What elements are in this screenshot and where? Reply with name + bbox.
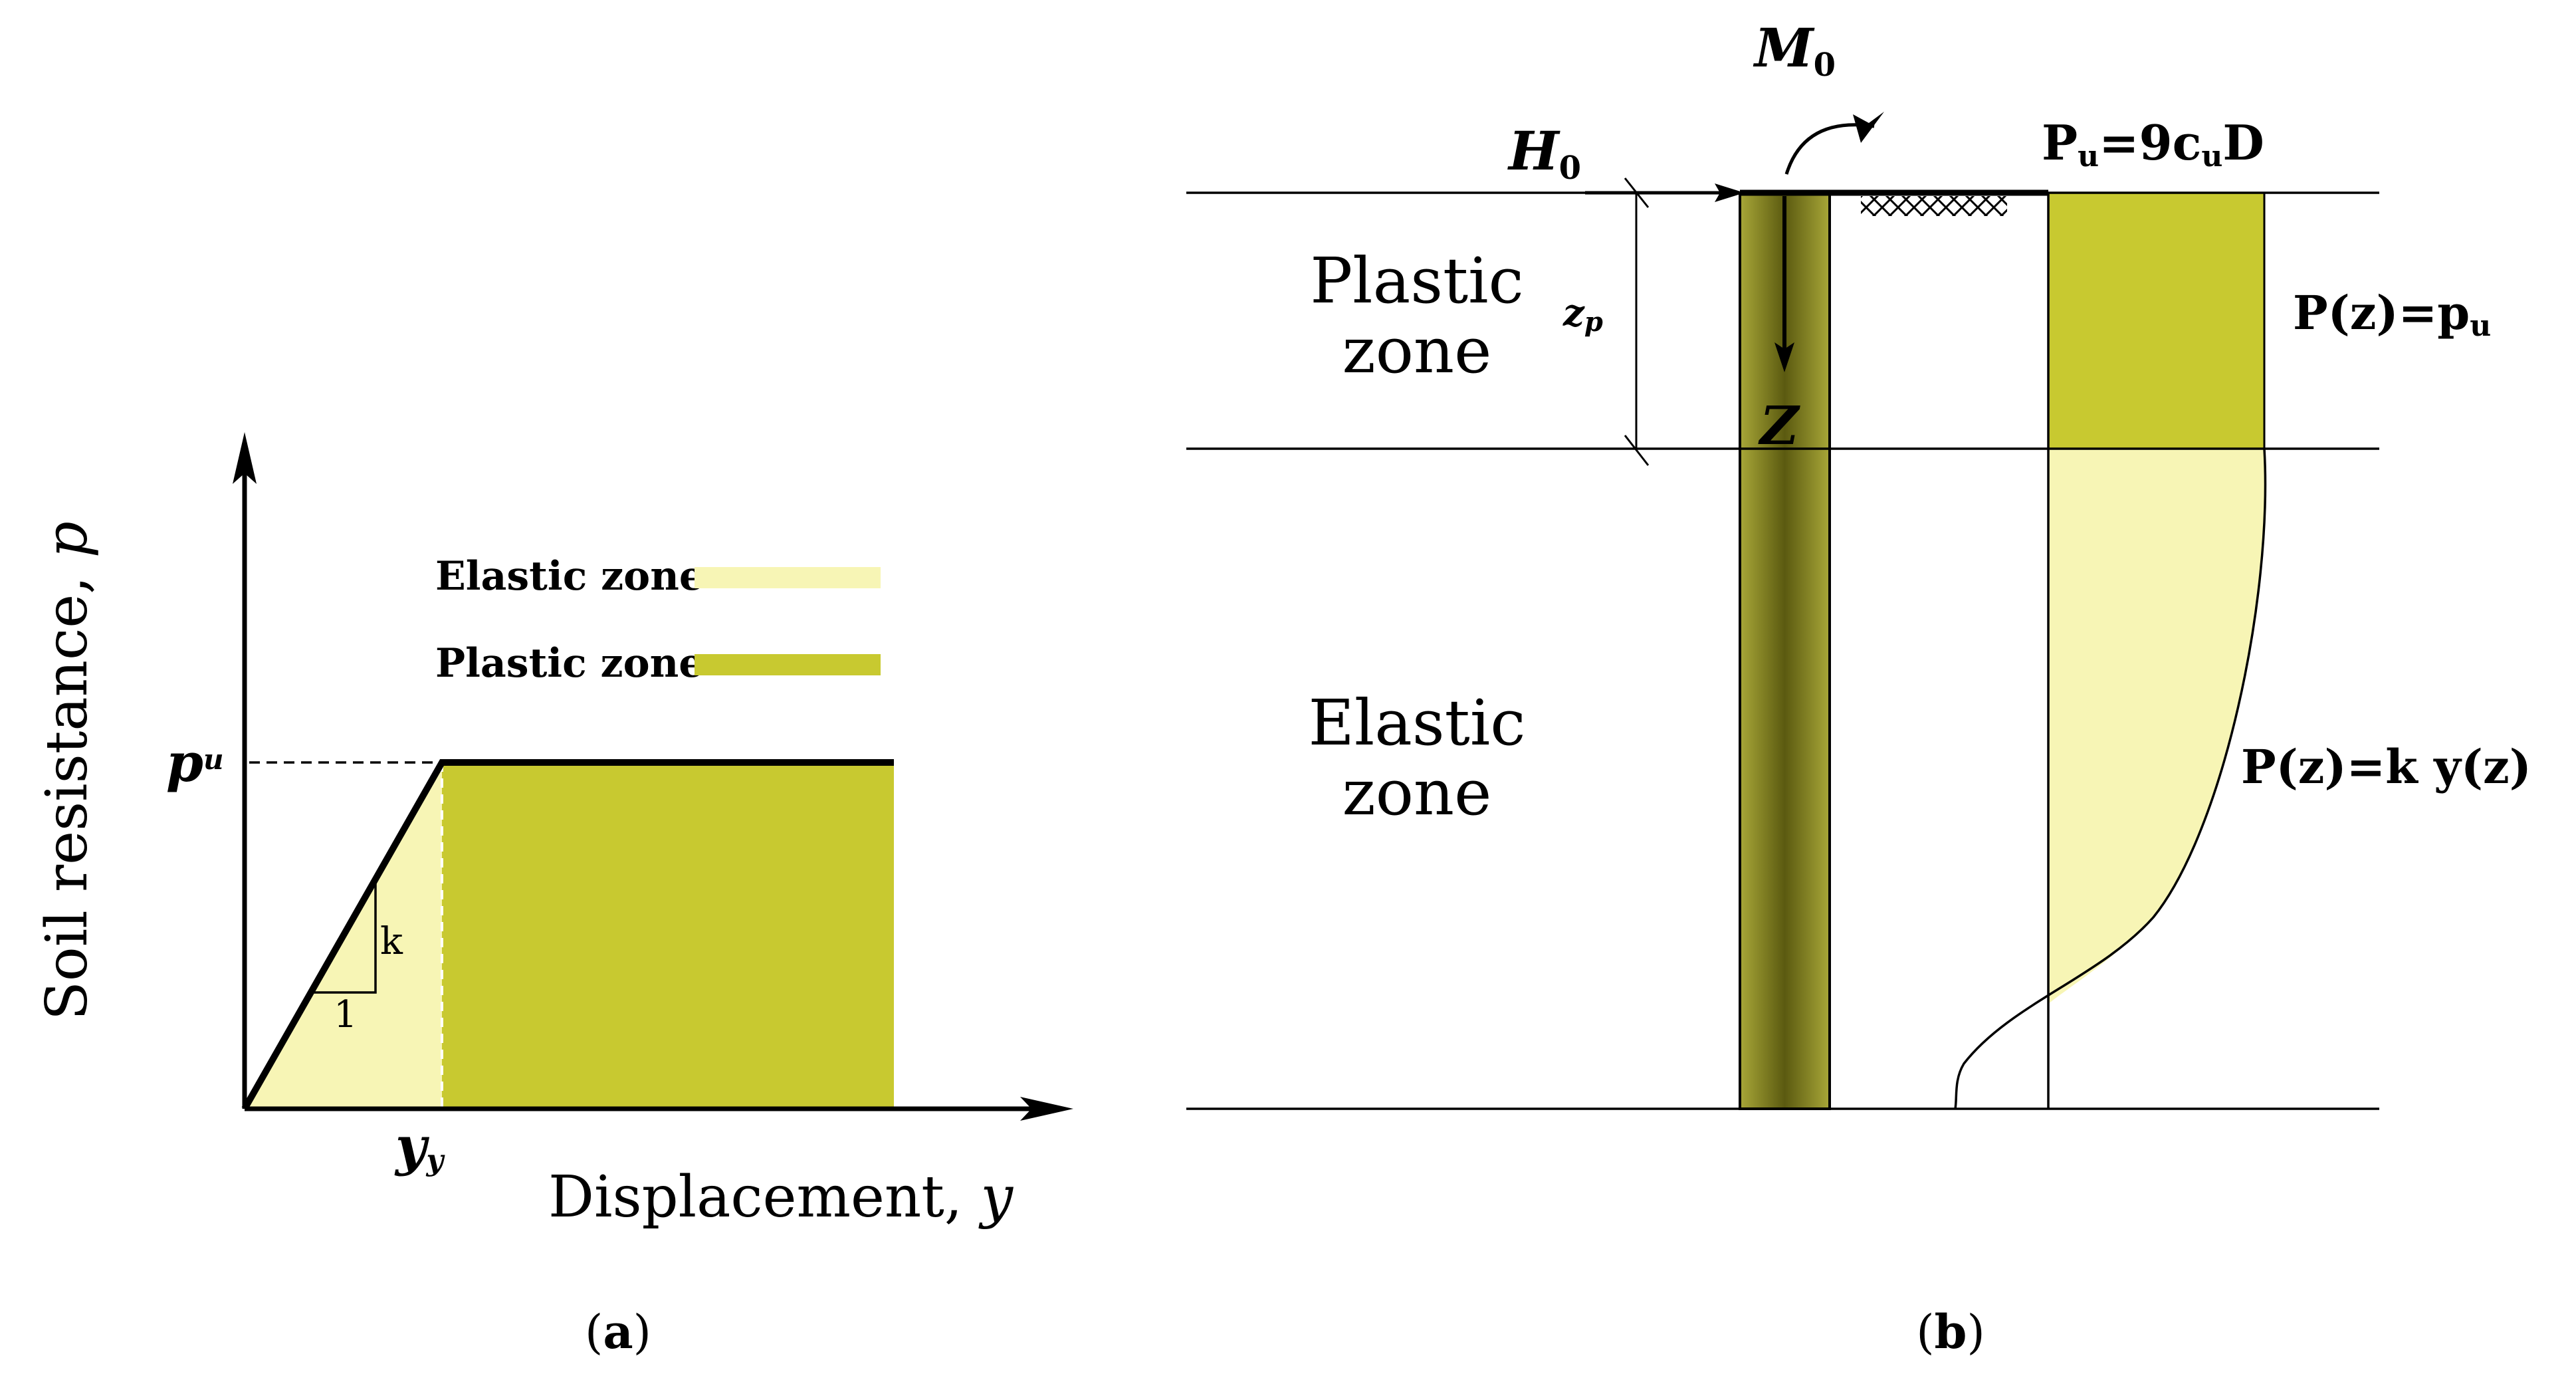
y-axis-arrowhead — [233, 432, 257, 484]
pu-label: pu — [166, 731, 223, 794]
panel-b: H0 M0 Pu=9cuD Z zp Plastic zone Elastic … — [1186, 17, 2531, 1359]
zp-label: zp — [1562, 291, 1603, 338]
x-axis-arrowhead — [1020, 1097, 1073, 1121]
panel-a: k 1 pu yy Soil resistance, p Displacemen… — [34, 432, 1073, 1359]
h0-arrowhead — [1715, 183, 1745, 202]
slope-k-label: k — [380, 920, 403, 963]
pu-eq-label: Pu=9cuD — [2042, 114, 2264, 173]
zp-tick-bottom — [1624, 435, 1650, 466]
z-axis-arrowhead — [1774, 342, 1794, 372]
plastic-zone-label-l1: Plastic — [1310, 245, 1523, 318]
y-axis-label: Soil resistance, p — [34, 521, 100, 1020]
plastic-zone-label-l2: zone — [1342, 314, 1492, 388]
yy-label: yy — [394, 1115, 445, 1177]
legend-plastic-swatch — [695, 654, 881, 675]
p-plastic-label: P(z)=pu — [2293, 285, 2491, 343]
x-axis-label: Displacement, y — [548, 1164, 1014, 1230]
zp-tick-top — [1624, 177, 1650, 208]
legend-elastic-label: Elastic zone — [435, 553, 704, 600]
elastic-zone-label-l1: Elastic — [1309, 687, 1526, 760]
m0-arrowhead — [1853, 112, 1884, 143]
legend-plastic-label: Plastic zone — [435, 640, 704, 687]
plastic-zone-fill — [442, 762, 894, 1109]
legend-elastic-swatch — [695, 567, 881, 588]
elastic-reaction-fill — [2048, 449, 2266, 1004]
h0-label: H0 — [1507, 120, 1581, 187]
elastic-reaction-curve — [1954, 448, 2267, 1109]
caption-b: (b) — [1916, 1304, 1985, 1359]
m0-label: M0 — [1753, 17, 1836, 84]
caption-a: (a) — [585, 1304, 651, 1359]
slope-triangle — [312, 882, 377, 994]
legend: Elastic zone Plastic zone — [435, 553, 881, 687]
slope-one-label: 1 — [334, 993, 358, 1036]
plastic-reaction-fill — [2048, 193, 2264, 449]
z-label: Z — [1758, 394, 1800, 457]
elastic-zone-label-l2: zone — [1342, 756, 1492, 830]
p-elastic-label: P(z)=k y(z) — [2241, 739, 2531, 794]
ground-hatch — [1861, 196, 2007, 216]
